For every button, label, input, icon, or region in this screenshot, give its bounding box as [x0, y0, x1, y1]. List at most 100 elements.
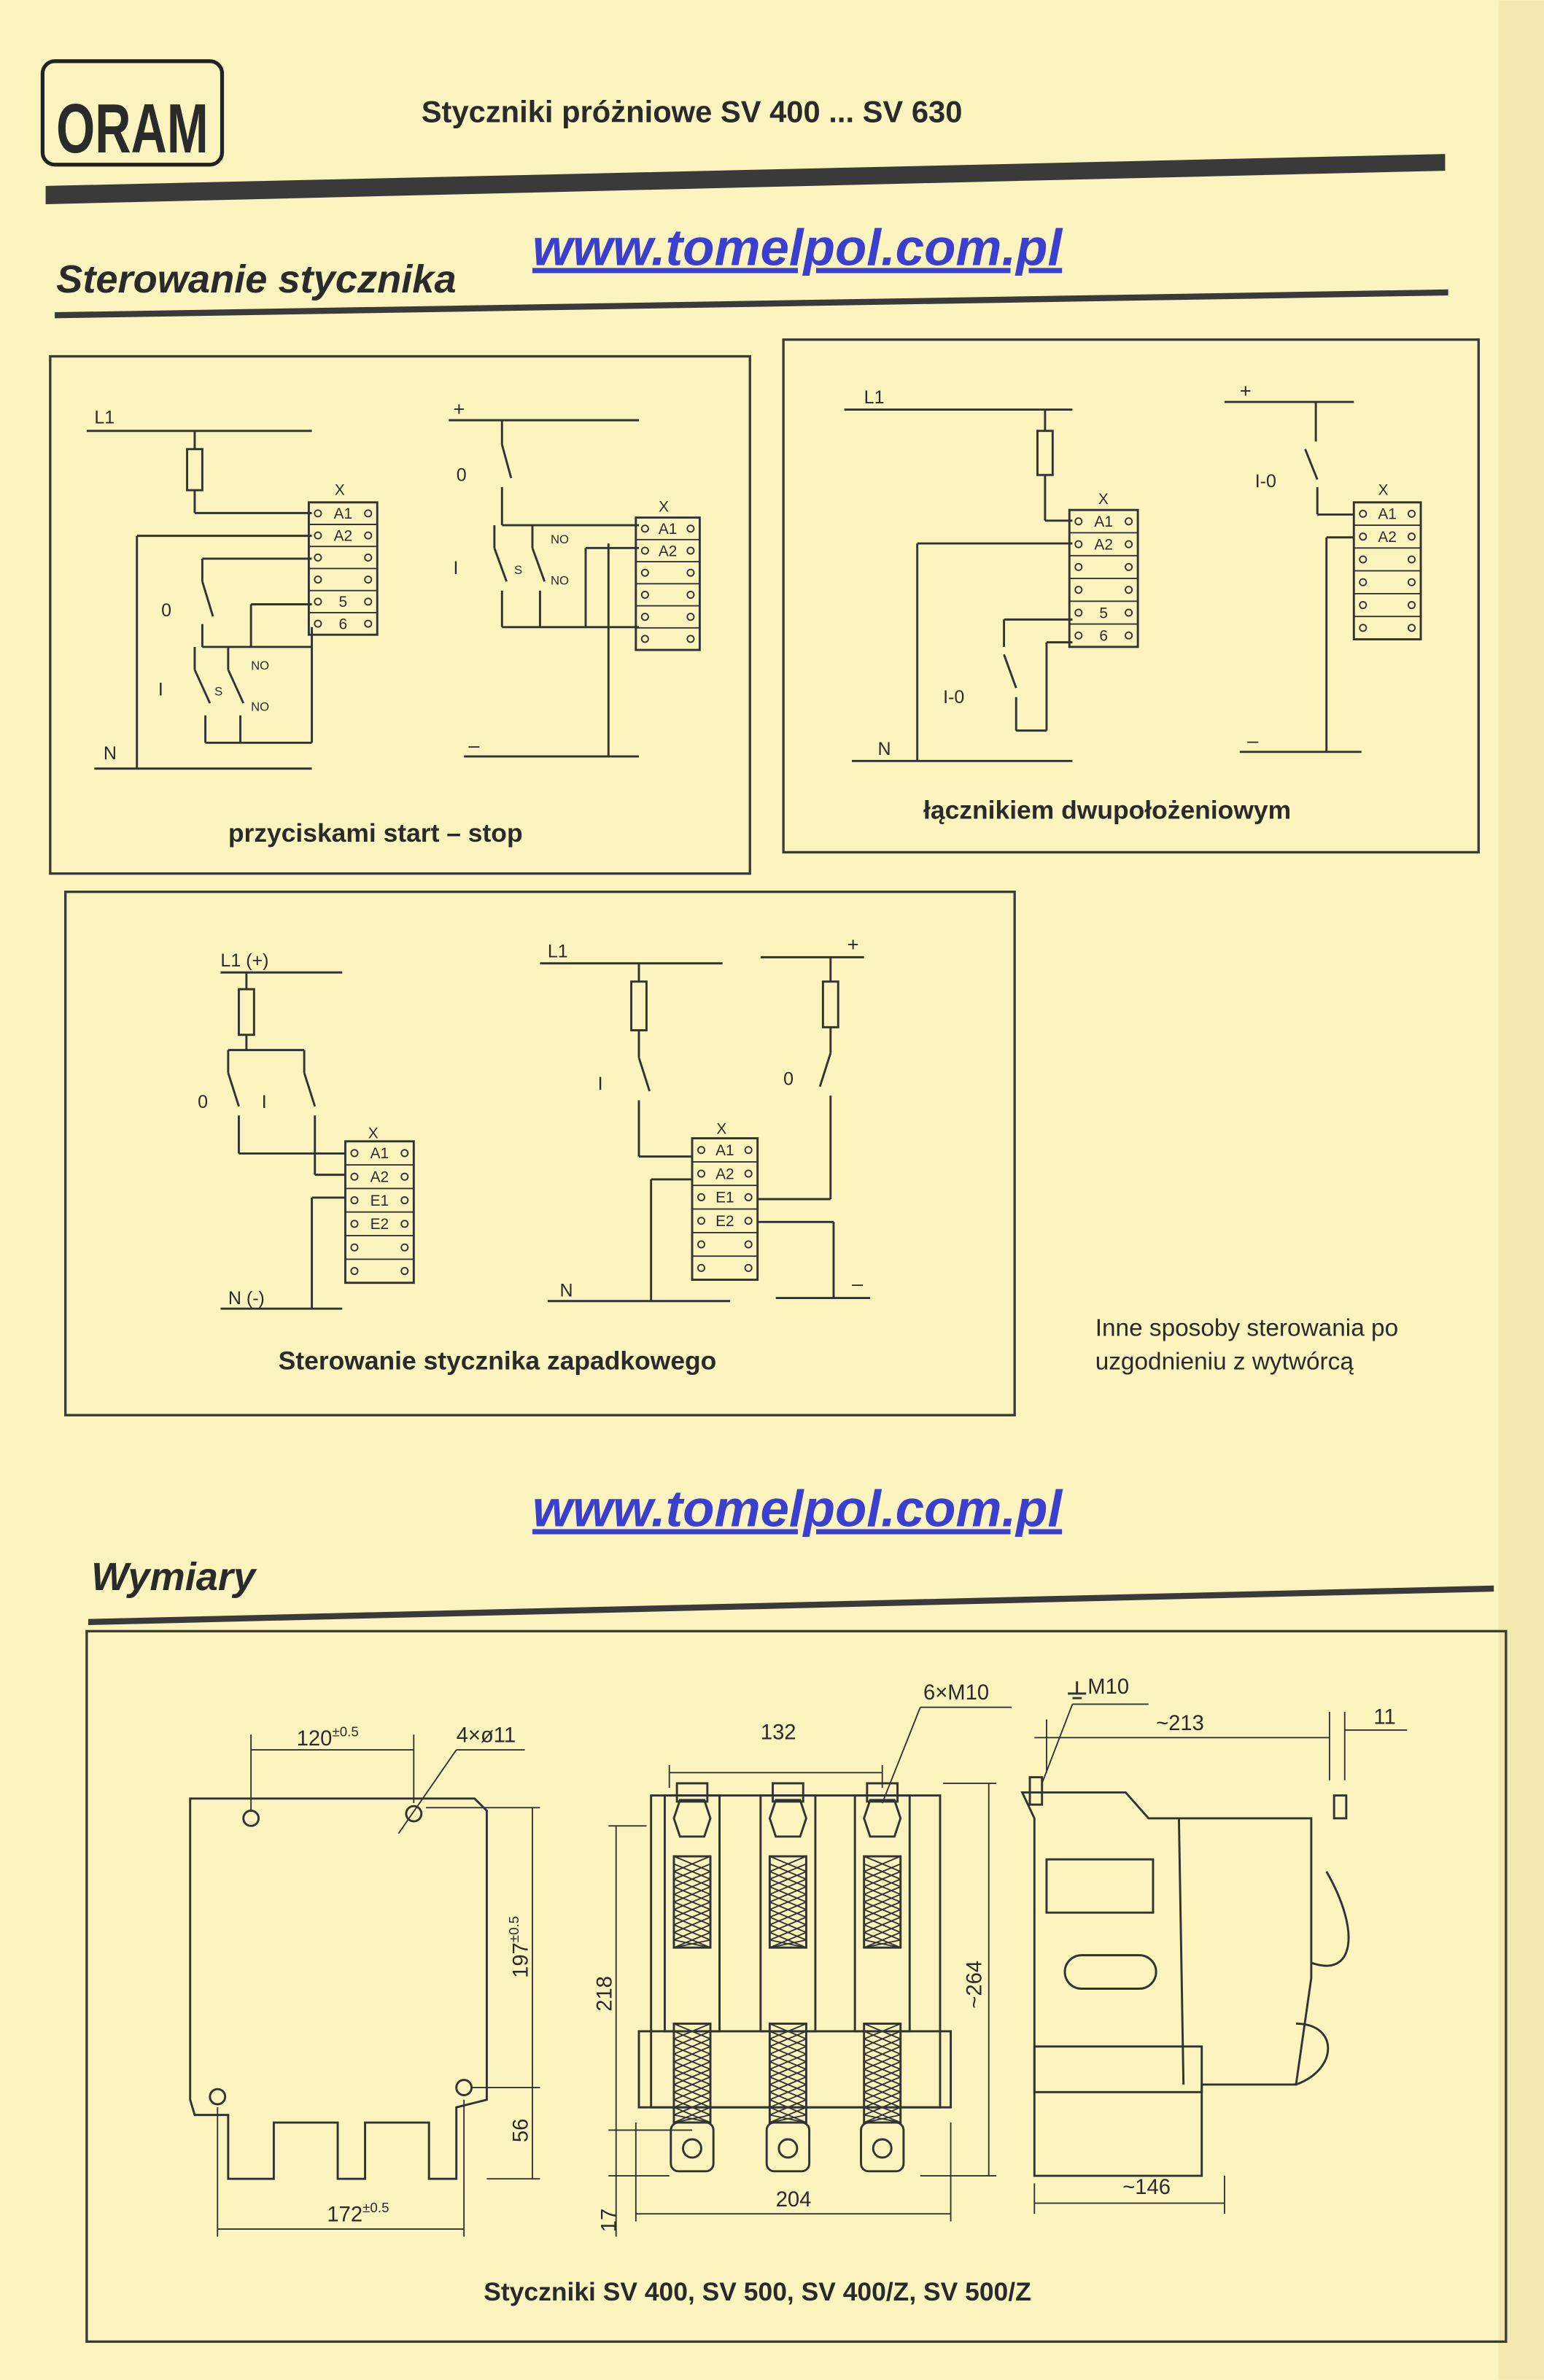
dim-213: ~213 — [1156, 1712, 1204, 1735]
terminal-label: A1 — [371, 1145, 389, 1162]
dim-264: ~264 — [963, 1961, 986, 2009]
label-no: NO — [251, 700, 269, 714]
terminal-screw-icon — [400, 1267, 409, 1276]
brand-logo: ORAM — [40, 59, 225, 168]
terminal-screw-icon — [400, 1149, 409, 1158]
terminal-label: E1 — [715, 1190, 734, 1206]
terminal-label: A1 — [1094, 513, 1113, 530]
terminal-hole-icon — [682, 2138, 702, 2159]
panel-caption: łącznikiem dwupołożeniowym — [923, 796, 1291, 825]
panel-start-stop: przyciskami start – stop L1 N 0 I S NO N… — [49, 354, 751, 875]
terminal-hole-icon — [872, 2138, 893, 2159]
terminal-label: A2 — [659, 543, 677, 559]
website-link-text[interactable]: www.tomelpol.com.pl — [532, 1480, 1063, 1538]
terminal-screw-icon — [1359, 555, 1368, 564]
terminal-screw-icon — [697, 1146, 706, 1155]
terminal-screw-icon — [686, 613, 695, 621]
terminal-label: A2 — [715, 1166, 734, 1182]
label-plus: + — [454, 398, 465, 420]
terminal-screw-icon — [364, 597, 373, 606]
terminal-screw-icon — [640, 524, 649, 533]
terminal-screw-icon — [1408, 624, 1416, 632]
dim-218: 218 — [593, 1976, 616, 2012]
terminal-screw-icon — [1125, 517, 1133, 526]
ground-icon — [1068, 1681, 1087, 1699]
terminal-screw-icon — [744, 1217, 753, 1225]
dim-11: 11 — [1373, 1706, 1395, 1729]
terminal-screw-icon — [364, 531, 373, 540]
terminal-screw-icon — [350, 1196, 359, 1205]
section-rule — [55, 289, 1448, 319]
dimension-drawing-panel: Styczniki SV 400, SV 500, SV 400/Z, SV 5… — [85, 1629, 1508, 2344]
dim-204: 204 — [776, 2188, 812, 2212]
terminal-screw-icon — [350, 1267, 359, 1276]
terminal-label: E2 — [715, 1213, 734, 1230]
terminal-screw-icon — [697, 1217, 706, 1225]
label-no: NO — [251, 659, 269, 672]
dim-146: ~146 — [1122, 2176, 1171, 2199]
terminal-screw-icon — [744, 1169, 753, 1178]
dim-132: 132 — [761, 1721, 796, 1744]
terminal-screw-icon — [400, 1196, 409, 1205]
terminal-label: A1 — [1378, 506, 1397, 523]
terminal-screw-icon — [364, 553, 373, 562]
label-n: N — [560, 1281, 573, 1301]
label-minus: – — [1247, 729, 1259, 752]
terminal-label: 5 — [339, 594, 348, 610]
website-link-bottom[interactable]: www.tomelpol.com.pl — [532, 1480, 1063, 1538]
terminal-screw-icon — [686, 546, 695, 555]
label-start: I — [598, 1074, 603, 1094]
label-plus: + — [847, 933, 859, 956]
terminal-screw-icon — [1074, 631, 1083, 640]
terminal-screw-icon — [744, 1240, 753, 1249]
dim-56: 56 — [510, 2119, 533, 2142]
label-minus: – — [852, 1272, 864, 1295]
terminal-screw-icon — [314, 575, 322, 584]
dim-17: 17 — [598, 2209, 621, 2232]
panel-caption: Sterowanie stycznika zapadkowego — [279, 1346, 717, 1376]
section-heading-control: Sterowanie stycznika — [56, 257, 456, 301]
terminal-label: E2 — [371, 1216, 389, 1233]
dim-holes: 4×ø11 — [457, 1724, 516, 1748]
terminal-screw-icon — [364, 575, 373, 584]
terminal-screw-icon — [350, 1149, 359, 1158]
website-link-text[interactable]: www.tomelpol.com.pl — [532, 219, 1063, 276]
terminal-label: A1 — [715, 1142, 734, 1159]
dim-120: 120±0.5 — [297, 1724, 359, 1751]
label-x: X — [1378, 481, 1389, 498]
terminal-screw-icon — [640, 635, 649, 643]
terminal-screw-icon — [697, 1263, 706, 1272]
bolt-icon — [863, 1799, 902, 1838]
label-l1: L1 — [864, 387, 885, 408]
website-link-top[interactable]: www.tomelpol.com.pl — [532, 219, 1063, 276]
terminal-label: A2 — [1094, 536, 1113, 553]
label-start: I — [158, 680, 163, 700]
terminal-screw-icon — [1125, 586, 1133, 594]
terminal-label: 5 — [1099, 605, 1108, 621]
terminal-label: A2 — [1378, 529, 1397, 546]
dim-197: 197±0.5 — [506, 1916, 533, 1978]
terminal-screw-icon — [1125, 540, 1133, 549]
label-start: I — [454, 558, 459, 578]
note-line-2: uzgodnieniu z wytwórcą — [1095, 1349, 1354, 1376]
terminal-screw-icon — [640, 546, 649, 555]
terminal-screw-icon — [1074, 540, 1083, 549]
header-rule — [45, 154, 1446, 204]
label-l1-plus: L1 (+) — [220, 950, 268, 971]
terminal-screw-icon — [697, 1169, 706, 1178]
terminal-screw-icon — [697, 1193, 706, 1201]
terminal-label: E1 — [371, 1193, 389, 1209]
terminal-screw-icon — [1359, 509, 1368, 518]
terminal-screw-icon — [1074, 586, 1083, 594]
label-l1: L1 — [548, 941, 568, 961]
terminal-screw-icon — [1408, 555, 1416, 564]
terminal-screw-icon — [314, 531, 322, 540]
terminal-screw-icon — [744, 1263, 753, 1272]
label-minus: – — [468, 734, 480, 756]
